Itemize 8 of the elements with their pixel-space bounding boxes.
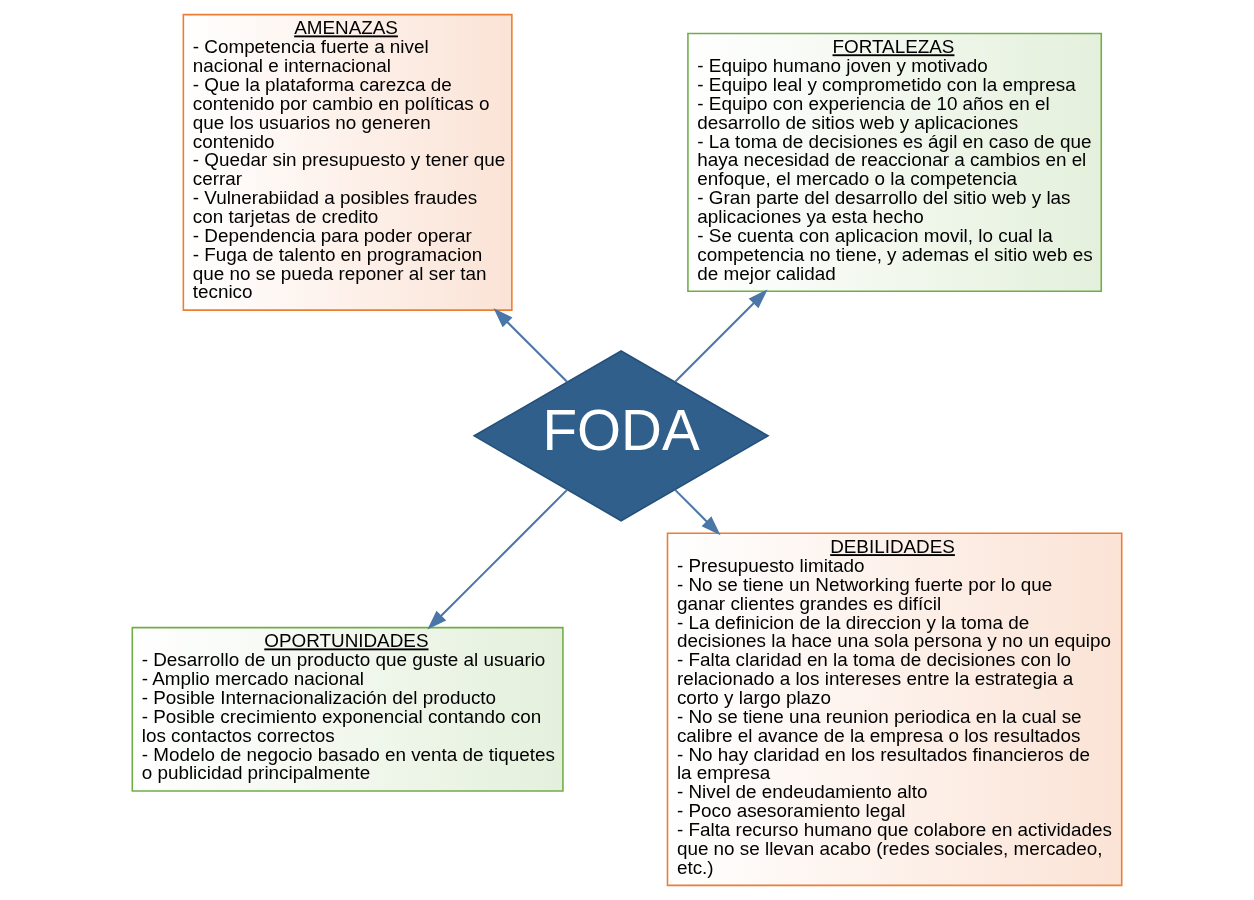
node-box: OPORTUNIDADES - Desarrollo de un producto que guste al usuario - Amplio mercado nacional - Posible Internacionalización del producto - Posible crecimiento exponencial contando con los contactos correctos - Modelo de negocio basado en venta de tiquetes o publicidad principalmente — [131, 626, 564, 792]
node-box: FORTALEZAS - Equipo humano joven y motivado - Equipo leal y comprometido con la empresa - Equipo con experiencia de 10 años en el desarrollo de sitios web y aplicaciones - La toma de decisiones es ágil en caso de que haya necesidad de reaccionar a cambios en el enfoque, el mercado o la competencia - Gran parte del desarrollo del sitio web y las aplicaciones ya esta hecho - Se cuenta con aplicacion movil, lo cual la competencia no tiene, y ademas el sitio web es de mejor calidad — [687, 32, 1103, 293]
arrow — [674, 289, 768, 383]
arrow — [493, 308, 568, 383]
node-box: DEBILIDADES - Presupuesto limitado - No se tiene un Networking fuerte por lo que ganar clientes grandes es difícil - La definicion de la direccion y la toma de decisiones la hace una sola persona y no un equipo - Falta claridad en la toma de decisiones con lo relacionado a los intereses entre la estrategia a corto y largo plazo - No se tiene una reunion periodica en la cual se calibre el avance de la empresa o los resultados - No hay claridad en los resultados financieros de la empresa - Nivel de endeudamiento alto - Poco asesoramiento legal - Falta recurso humano que colabore en actividades que no se llevan acabo (redes sociales, mercadeo, etc.) — [666, 532, 1123, 887]
node-box: AMENAZAS - Competencia fuerte a nivel nacional e internacional - Que la plataforma carezca de contenido por cambio en políticas o que los usuarios no generen contenido - Quedar sin presupuesto y tener que cerrar - Vulnerabiidad a posibles fraudes con tarjetas de credito - Dependencia para poder operar - Fuga de talento en programacion que no se pueda reponer al ser tan tecnico — [182, 13, 513, 311]
arrow — [427, 489, 568, 630]
arrow — [674, 489, 721, 536]
